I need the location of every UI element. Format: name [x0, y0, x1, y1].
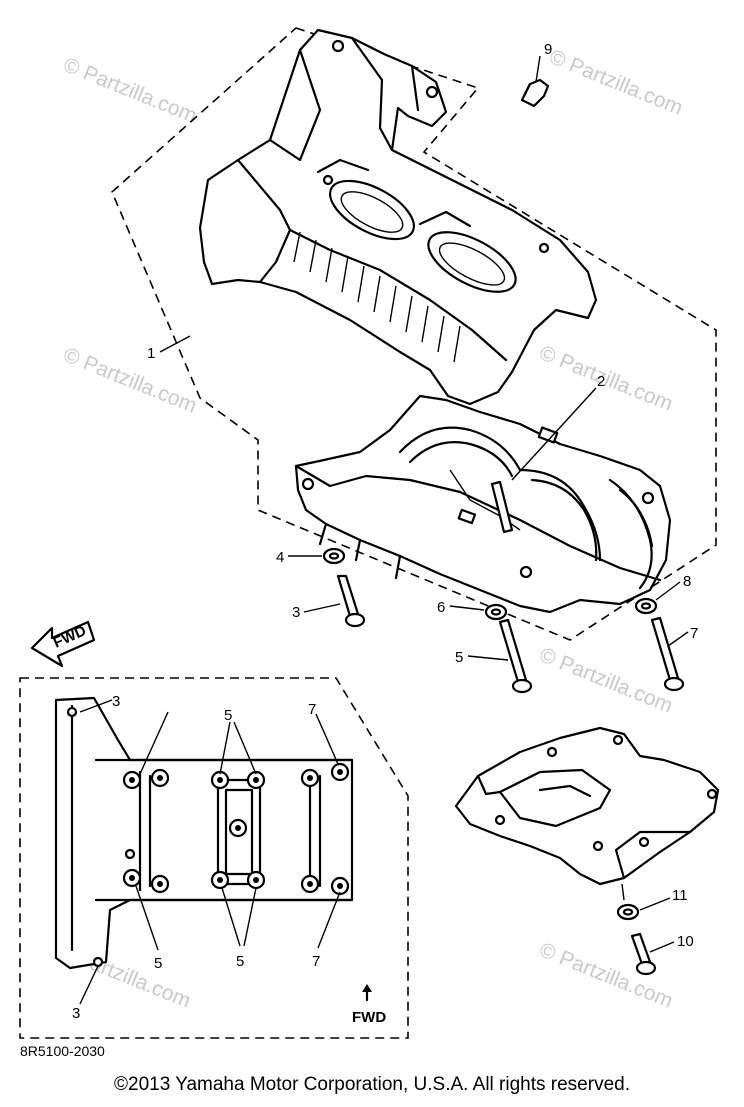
watermark: © Partzilla.com — [60, 343, 200, 417]
upper-crankcase — [198, 28, 598, 406]
callout-5: 5 — [455, 649, 463, 666]
callout-2: 2 — [597, 373, 605, 390]
inset-callout-bottom-center-5: 5 — [236, 953, 244, 970]
callouts: 9 1 2 4 3 6 5 8 7 11 10 — [147, 41, 698, 950]
callout-7: 7 — [690, 625, 698, 642]
engine-bracket — [454, 726, 720, 886]
watermark: © Partzilla.com — [536, 341, 676, 415]
leader-lines — [159, 55, 689, 953]
bolt-3 — [336, 574, 360, 618]
bolt-7 — [650, 616, 680, 682]
inset-callout-top-7: 7 — [308, 701, 316, 718]
inset-fwd-indicator: FWD — [352, 984, 386, 1026]
callout-11: 11 — [672, 887, 688, 904]
inset-callout-top-3: 3 — [112, 693, 120, 710]
diagram-code: 8R5100-2030 — [20, 1043, 105, 1059]
inset-callout-top-5: 5 — [224, 707, 232, 724]
callout-1: 1 — [147, 345, 155, 362]
watermark: © Partzilla.com — [60, 53, 200, 127]
callout-8: 8 — [683, 573, 691, 590]
callout-4: 4 — [276, 549, 284, 566]
callout-6: 6 — [437, 599, 445, 616]
watermark: © Partzilla.com — [536, 643, 676, 717]
copyright-notice: ©2013 Yamaha Motor Corporation, U.S.A. A… — [114, 1074, 630, 1095]
inset-callout-bottom-3: 3 — [72, 1005, 80, 1022]
callout-9: 9 — [544, 41, 552, 58]
inset-callout-bottom-left-5: 5 — [154, 955, 162, 972]
watermark: © Partzilla.com — [546, 45, 686, 119]
inset-callouts: 3 5 7 5 5 7 3 — [72, 693, 320, 1022]
inset-boundary — [19, 677, 409, 1039]
callout-3: 3 — [292, 604, 300, 621]
inset-bottom-view — [54, 696, 354, 1005]
part-9-fitting — [520, 78, 550, 108]
callout-10: 10 — [677, 933, 694, 950]
fasteners — [322, 547, 685, 694]
inset-callout-bottom-right-7: 7 — [312, 953, 320, 970]
lower-crankcase — [294, 394, 672, 614]
inset-fwd-label: FWD — [352, 1009, 386, 1026]
bolt-5 — [498, 618, 528, 684]
nut-11-and-bolt-10 — [616, 883, 657, 976]
assembly-boundary — [111, 27, 717, 641]
fwd-arrow-badge: FWD — [30, 620, 96, 668]
